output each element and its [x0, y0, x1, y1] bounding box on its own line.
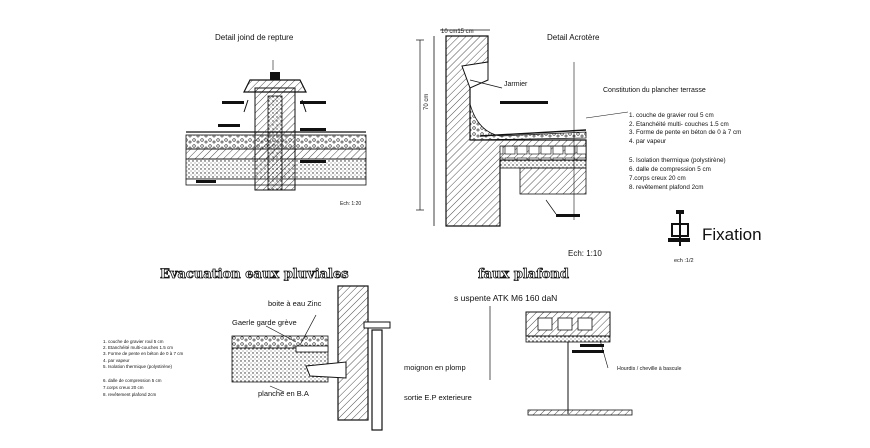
acrotere-detail-drawing	[416, 29, 629, 227]
boite-label: boite à eau Zinc	[268, 299, 322, 308]
plancher-layer: 6. dalle de compression 5 cm	[629, 166, 711, 173]
evacuation-layer: 4. par vapeur	[103, 358, 130, 363]
plancher-layers-list: 1. couche de gravier roul 5 cm 2. Etanch…	[629, 112, 741, 191]
plancher-layer: 5. Isolation thermique (polystirène)	[629, 157, 726, 164]
suspente-label: s uspente ATK M6 160 daN	[454, 293, 557, 303]
acrotere-dim-side: 70 cm	[424, 94, 430, 110]
plancher-layer: 7.corps creux 20 cm	[629, 175, 686, 182]
jarmier-label: Jarmier	[504, 81, 528, 88]
evacuation-layer: 1. couche de gravier roul 5 cm	[103, 339, 164, 344]
plancher-layer: 1. couche de gravier roul 5 cm	[629, 112, 714, 119]
fixation-bracket-icon	[668, 210, 690, 246]
evacuation-layer: 6. dalle de compression 5 cm	[103, 378, 162, 383]
evacuation-title: Evacuation eaux pluviales	[160, 267, 349, 282]
evacuation-layers-list: 1. couche de gravier roul 5 cm 2. Etanch…	[103, 339, 184, 397]
faux-plafond-title: faux plafond	[478, 267, 569, 282]
hourdis-label: Hourdis / cheville à bascule	[617, 366, 682, 372]
plancher-layer: 4. par vapeur	[629, 138, 666, 145]
planche-label: planche en B.A	[258, 389, 309, 398]
acrotere-detail-title: Detail Acrotère	[547, 33, 600, 42]
evacuation-layer: 5. Isolation thermique (polystirène)	[103, 364, 173, 369]
plancher-layer: 8. revêtement plafond 2cm	[629, 184, 704, 191]
evacuation-drawing	[231, 285, 391, 431]
evacuation-layer: 3. Forme de pente en béton de 0 à 7 cm	[103, 351, 184, 356]
evacuation-layer: 8. revêtement plafond 2cm	[103, 392, 157, 397]
faux-plafond-drawing	[489, 306, 633, 416]
gaerle-label: Gaerle garde grève	[232, 318, 297, 327]
evacuation-layer: 7.corps creux 20 cm	[103, 385, 144, 390]
joint-scale: Ech: 1:20	[340, 201, 361, 207]
fixation-title: Fixation	[702, 225, 762, 244]
moignon-label: moignon en plomp	[404, 363, 466, 372]
sortie-label: sortie E.P exterieure	[404, 393, 472, 402]
acrotere-dim-top: 10 cm15 cm	[441, 29, 474, 35]
evacuation-layer: 2. Etanchéité multi-couches 1.5 cm	[103, 345, 173, 350]
plancher-heading: Constitution du plancher terrasse	[603, 87, 706, 94]
joint-detail-title: Detail joind de repture	[215, 33, 294, 42]
fixation-scale: ech :1/2	[674, 258, 694, 264]
plancher-layer: 2. Etanchéité multi- couches 1.5 cm	[629, 121, 729, 128]
plancher-layer: 3. Forme de pente en béton de 0 à 7 cm	[629, 129, 741, 136]
acrotere-scale: Ech: 1:10	[568, 249, 602, 258]
joint-detail-drawing	[185, 60, 367, 191]
